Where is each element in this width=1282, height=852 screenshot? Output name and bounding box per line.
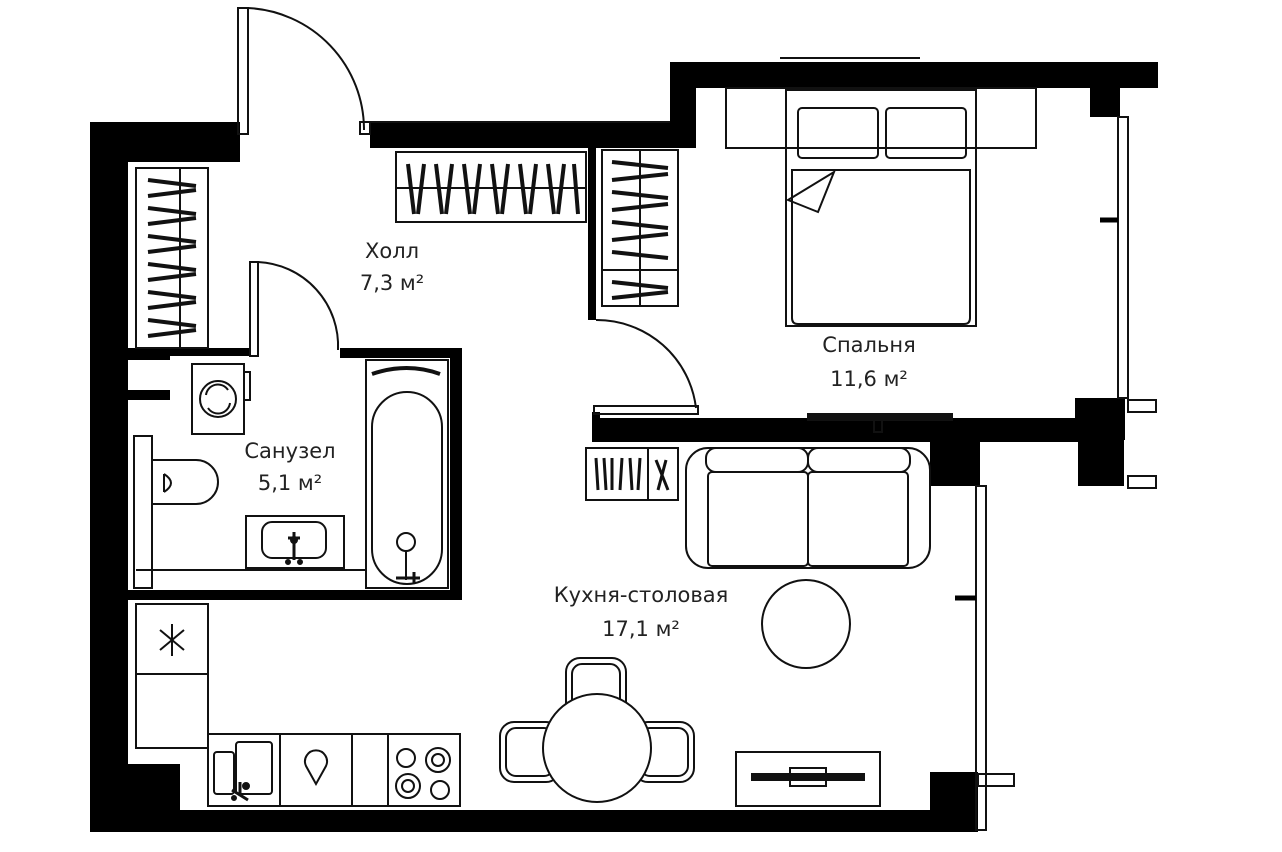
wall-bedroom-top <box>670 62 1158 88</box>
bed-pillow-right <box>885 107 967 159</box>
wall-partition-vertical <box>588 148 596 320</box>
kitchen-counter <box>207 733 461 807</box>
label-bedroom: Спальня 11,6 м² <box>822 333 915 391</box>
bed-headboard <box>725 87 1037 149</box>
wall-bathroom-right <box>450 348 462 600</box>
window-bedroom <box>1117 116 1129 399</box>
wall-bottom <box>90 810 976 832</box>
bed-frame <box>785 89 977 327</box>
dishwasher-icon <box>304 749 328 787</box>
label-kitchen: Кухня-столовая 17,1 м² <box>554 583 728 641</box>
wall-bathroom-notch-2 <box>128 390 170 400</box>
wardrobe-hall <box>395 151 587 223</box>
toilet <box>133 435 219 589</box>
coffee-table <box>761 579 851 669</box>
wall-right-pier <box>930 418 980 486</box>
washing-machine <box>191 363 251 435</box>
entrance-door <box>237 7 371 135</box>
wall-bedroom-right-top <box>1090 62 1120 117</box>
bed-pillow-left <box>797 107 879 159</box>
bed <box>725 87 1037 327</box>
wall-bathroom-top <box>340 348 462 358</box>
bookshelf <box>585 447 679 501</box>
wall-bathroom-bottom <box>128 590 462 600</box>
label-hall: Холл 7,3 м² <box>360 239 424 295</box>
bathtub <box>365 359 449 589</box>
hall-area: 7,3 м² <box>360 271 424 295</box>
wall-right-pier-2 <box>1078 420 1124 486</box>
wall-bathroom-door-left <box>128 348 250 356</box>
window-kitchen <box>975 485 987 831</box>
label-bathroom: Санузел 5,1 м² <box>244 439 335 495</box>
wall-bedroom-bottom <box>592 418 1082 442</box>
tv-bedroom <box>807 413 953 433</box>
fridge <box>135 603 209 749</box>
sofa <box>685 447 931 569</box>
dining-set <box>499 657 695 803</box>
wall-top-middle <box>370 122 672 148</box>
wall-bottom-right-pier <box>930 772 978 832</box>
bedroom-name: Спальня <box>822 333 915 357</box>
bedroom-area: 11,6 м² <box>830 367 908 391</box>
sink <box>245 515 345 569</box>
doors <box>237 7 699 415</box>
bathroom-name: Санузел <box>244 439 335 463</box>
dining-table <box>542 693 652 803</box>
kitchen-area: 17,1 м² <box>602 617 680 641</box>
bed-blanket <box>791 169 971 325</box>
tv-stand <box>735 751 881 807</box>
bathroom-door <box>249 261 340 357</box>
wall-left-outer <box>90 122 128 832</box>
hall-name: Холл <box>365 239 419 263</box>
bedroom-door <box>593 318 699 415</box>
windows <box>370 57 1157 831</box>
wall-top-left <box>90 122 240 162</box>
bathroom-area: 5,1 м² <box>258 471 322 495</box>
wall-partition-lower <box>592 412 600 442</box>
kitchen-name: Кухня-столовая <box>554 583 728 607</box>
wardrobe-left <box>135 167 209 349</box>
wardrobe-bedroom <box>601 149 679 307</box>
wall-bottom-left-notch <box>128 764 180 810</box>
walls <box>90 62 1158 832</box>
